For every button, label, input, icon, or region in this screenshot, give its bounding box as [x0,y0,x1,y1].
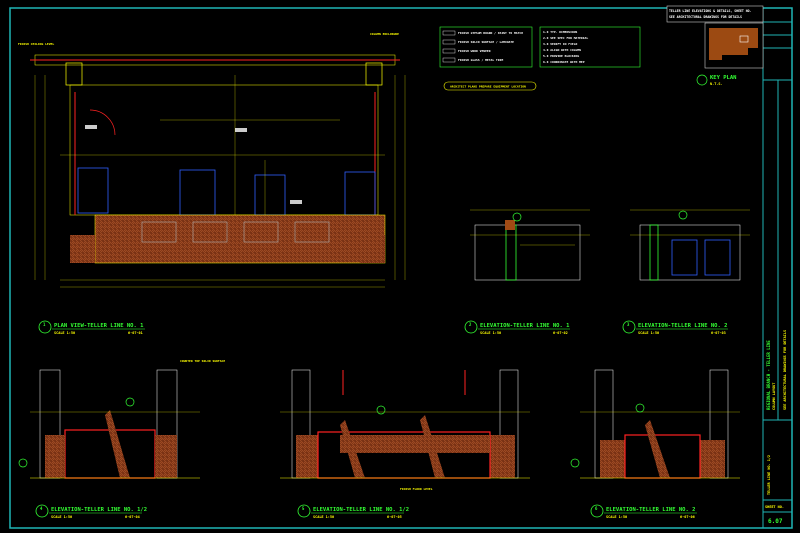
drawing-title: TELLER LINE NO. 1/2 [767,455,771,495]
note-item: 2.0 SEE SPEC FOR MATERIAL [543,36,588,40]
view-marker-icon [622,320,636,334]
view-scale: SCALE 1:50 [54,331,75,335]
view-marker-icon [297,504,311,518]
sheet-label: SHEET NO. [765,505,784,509]
callout-ceiling: FINISH CEILING LEVEL [18,42,54,46]
elevation-view-small-2 [630,209,750,281]
view-number: 1 [43,322,46,327]
note-item: 5.0 PROVIDE BLOCKING [543,54,579,58]
legend-box-right [539,26,641,68]
header-box [666,5,764,23]
view-ref: 6-07-02 [553,331,568,335]
legend-box-left [439,26,533,68]
project-subtitle: COLUMN LAYOUT [772,383,776,410]
note-item: 6.0 COORDINATE WITH MEP [543,60,585,64]
view-title-6[interactable]: 6 ELEVATION-TELLER LINE NO. 2 SCALE 1:50… [590,504,697,519]
view-title-1[interactable]: 1 PLAN VIEW-TELLER LINE NO. 1 SCALE 1:50… [38,320,145,335]
sheet-number: 6.07 [768,518,783,525]
project-name: REGIONAL BRANCH - TELLER LINE [766,340,771,410]
view-ref: 6-07-05 [387,515,402,519]
header-text-2: SEE ARCHITECTURAL DRAWINGS FOR DETAILS [669,15,742,19]
key-plan-marker-icon [696,74,708,86]
view-ref: 6-07-01 [128,331,143,335]
note-item: 4.0 ALIGN WITH COLUMN [543,48,581,52]
note-item: 3.0 VERIFY IN FIELD [543,42,578,46]
view-title: ELEVATION-TELLER LINE NO. 1/2 [51,507,147,513]
callout-floor: FINISH FLOOR LEVEL [400,487,433,491]
legend-right-list: 1.0 TYP. DIMENSIONS 2.0 SEE SPEC FOR MAT… [543,30,588,64]
view-scale: SCALE 1:50 [638,331,659,335]
note-banner-text: ARCHITECT PLANS PREPARE EQUIPMENT LOCATI… [450,85,526,89]
view-title: ELEVATION-TELLER LINE NO. 2 [638,323,727,329]
view-ref: 6-07-03 [711,331,726,335]
view-ref: 6-07-06 [680,515,695,519]
note-banner [443,81,537,91]
view-scale: SCALE 1:50 [313,515,334,519]
view-number: 6 [595,506,598,511]
view-marker-icon [38,320,52,334]
section-marker-icons [18,210,688,468]
callout-countertop: COUNTER TOP SOLID SURFACE [180,359,225,363]
view-number: 5 [302,506,305,511]
title-block-rows [763,21,792,513]
header-text-1: TELLER LINE ELEVATIONS & DETAILS, SHEET … [669,9,752,13]
legend-item: FINISH WOOD VENEER [458,49,491,53]
header-note: SEE ARCHITECTURAL DRAWINGS FOR DETAILS [783,330,787,410]
elevation-view-small-1 [470,209,590,281]
view-title: PLAN VIEW-TELLER LINE NO. 1 [54,323,144,329]
callout-column: COLUMN ENCLOSURE [370,32,399,36]
view-number: 4 [40,506,43,511]
elevation-view-2 [280,369,530,479]
view-title-3[interactable]: 3 ELEVATION-TELLER LINE NO. 2 SCALE 1:50… [622,320,728,335]
view-title: ELEVATION-TELLER LINE NO. 1/2 [313,507,409,513]
key-plan-scale: N.T.S. [710,82,723,86]
view-title-2[interactable]: 2 ELEVATION-TELLER LINE NO. 1 SCALE 1:50… [464,320,570,335]
view-title: ELEVATION-TELLER LINE NO. 2 [606,507,695,513]
elevation-view-3 [580,369,740,479]
legend-item: FINISH GLASS / METAL TRIM [458,58,503,62]
view-marker-icon [35,504,49,518]
view-scale: SCALE 1:50 [606,515,627,519]
view-marker-icon [590,504,604,518]
view-title-5[interactable]: 5 ELEVATION-TELLER LINE NO. 1/2 SCALE 1:… [297,504,409,519]
elevation-view-1 [30,369,200,479]
note-item: 1.0 TYP. DIMENSIONS [543,30,578,34]
view-ref: 6-07-04 [125,515,140,519]
sheet-border [9,7,793,529]
plan-view [30,54,406,288]
view-scale: SCALE 1:50 [51,515,72,519]
key-plan-highlight [739,35,749,43]
legend-item: FINISH GYPSUM BOARD / PAINT TO MATCH [458,31,523,35]
view-title: ELEVATION-TELLER LINE NO. 1 [480,323,570,329]
legend-item: FINISH SOLID SURFACE / LAMINATE [458,40,514,44]
view-number: 3 [627,322,630,327]
view-scale: SCALE 1:50 [480,331,501,335]
view-marker-icon [464,320,478,334]
view-title-4[interactable]: 4 ELEVATION-TELLER LINE NO. 1/2 SCALE 1:… [35,504,147,519]
key-plan-title: KEY PLAN [710,75,737,81]
view-number: 2 [469,322,472,327]
legend-left-list: FINISH GYPSUM BOARD / PAINT TO MATCH FIN… [442,30,523,63]
